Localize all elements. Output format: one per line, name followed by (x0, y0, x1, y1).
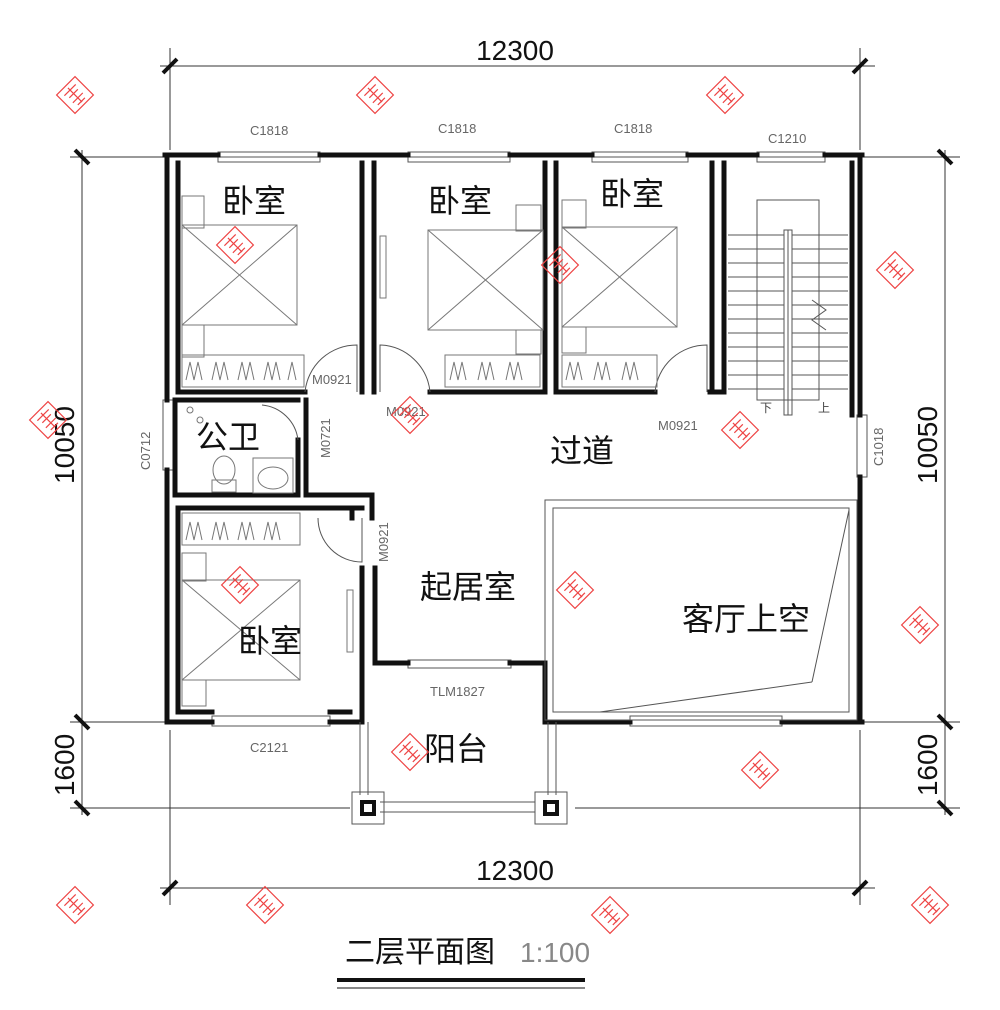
window-code-c1818-c: C1818 (614, 121, 652, 136)
balcony-structure (351, 722, 568, 825)
watermark-stamp (555, 570, 595, 610)
left-balcony-dim: 1600 (49, 734, 80, 796)
walls (162, 152, 865, 725)
door-code-bath: M0721 (318, 418, 333, 458)
bottom-width-dim: 12300 (476, 855, 554, 886)
door-code-bed3: M0921 (658, 418, 698, 433)
room-label-balcony: 阳台 (424, 730, 488, 768)
stair-up-label: 上 (818, 401, 830, 415)
watermark-stamp (390, 732, 430, 772)
watermark-stamp (590, 895, 630, 935)
watermark-stamp (390, 395, 430, 435)
bathroom-fixtures (186, 406, 294, 494)
stair-down-label: 下 (760, 401, 772, 415)
window-code-c2121: C2121 (250, 740, 288, 755)
door-code-bed1: M0921 (312, 372, 352, 387)
watermark-stamp (705, 75, 745, 115)
room-label-bedroom-1: 卧室 (222, 182, 286, 220)
wardrobes (181, 354, 658, 546)
watermark-stamp (55, 885, 95, 925)
window-code-c1818-b: C1818 (438, 121, 476, 136)
top-width-dim: 12300 (476, 35, 554, 66)
watermark-stamp (540, 245, 580, 285)
watermark-stamps (28, 75, 950, 935)
door-code-bed4: M0921 (376, 522, 391, 562)
window-code-c1818-a: C1818 (250, 123, 288, 138)
room-label-bedroom-3: 卧室 (600, 175, 664, 213)
room-label-living: 起居室 (420, 568, 516, 606)
right-balcony-dim: 1600 (912, 734, 943, 796)
window-code-c1210: C1210 (768, 131, 806, 146)
watermark-stamp (720, 410, 760, 450)
watermark-stamp (220, 565, 260, 605)
drawing-title: 二层平面图 (345, 935, 495, 970)
drawing-scale: 1:100 (520, 937, 590, 968)
room-label-corridor: 过道 (550, 432, 614, 470)
room-label-bathroom: 公卫 (196, 418, 260, 456)
watermark-stamp (875, 250, 915, 290)
watermark-stamp (28, 400, 68, 440)
living-void-outline (544, 499, 858, 721)
watermark-stamp (215, 225, 255, 265)
room-label-bedroom-2: 卧室 (428, 182, 492, 220)
window-code-c1018: C1018 (871, 428, 886, 466)
watermark-stamp (55, 75, 95, 115)
watermark-stamp (245, 885, 285, 925)
right-depth-dim: 10050 (912, 406, 943, 484)
watermark-stamp (740, 750, 780, 790)
watermark-stamp (900, 605, 940, 645)
beds (181, 195, 678, 707)
watermark-stamp (910, 885, 950, 925)
room-label-bedroom-4: 卧室 (238, 622, 302, 660)
window-code-c0712: C0712 (138, 432, 153, 470)
door-code-slide: TLM1827 (430, 684, 485, 699)
room-label-void: 客厅上空 (682, 600, 810, 638)
staircase (728, 199, 848, 416)
watermark-stamp (355, 75, 395, 115)
dimension-lines (70, 48, 960, 905)
